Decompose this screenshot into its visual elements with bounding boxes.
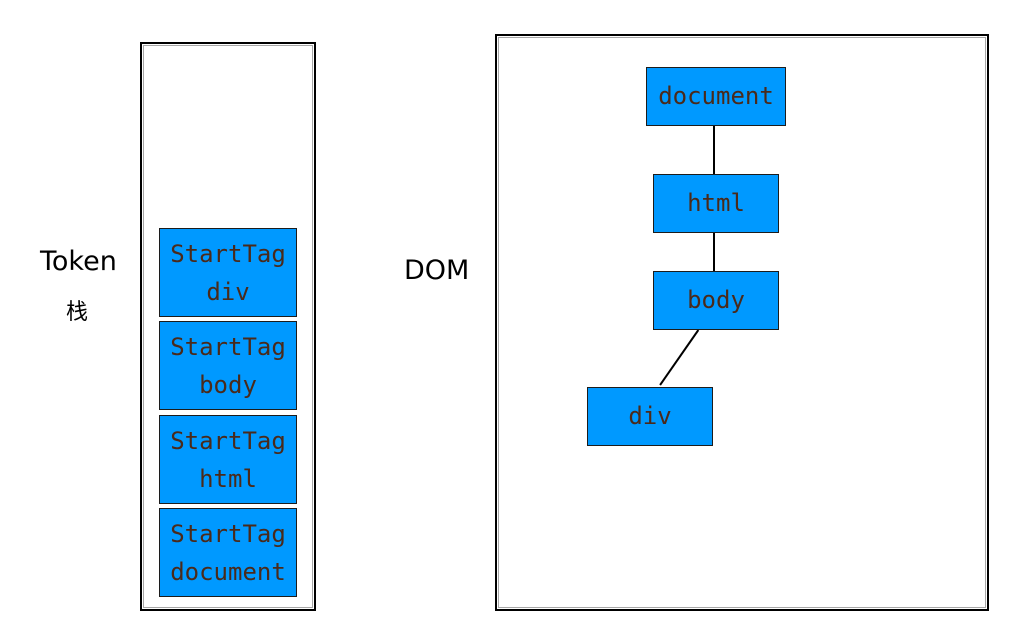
dom-node-document: document bbox=[646, 67, 786, 126]
stack-item-html: StartTag html bbox=[159, 415, 297, 504]
stack-item-tag-name: body bbox=[199, 371, 257, 399]
stack-item-div: StartTag div bbox=[159, 228, 297, 317]
dom-label: DOM bbox=[404, 255, 470, 286]
stack-item-tag-name: document bbox=[170, 558, 286, 586]
stack-item-tag-type: StartTag bbox=[170, 520, 286, 548]
stack-item-tag-type: StartTag bbox=[170, 333, 286, 361]
stack-item-tag-type: StartTag bbox=[170, 240, 286, 268]
dom-node-body: body bbox=[653, 271, 779, 330]
stack-label: 栈 bbox=[66, 300, 89, 325]
stack-item-tag-name: html bbox=[199, 465, 257, 493]
stack-item-tag-type: StartTag bbox=[170, 427, 286, 455]
stack-item-document: StartTag document bbox=[159, 508, 297, 597]
dom-tree-frame bbox=[495, 34, 989, 611]
stack-item-body: StartTag body bbox=[159, 321, 297, 410]
token-stack-frame bbox=[140, 42, 316, 611]
edge-body-div bbox=[659, 329, 700, 386]
token-label: Token bbox=[40, 246, 117, 277]
dom-node-div: div bbox=[587, 387, 713, 446]
dom-node-html: html bbox=[653, 174, 779, 233]
stack-item-tag-name: div bbox=[206, 278, 250, 306]
